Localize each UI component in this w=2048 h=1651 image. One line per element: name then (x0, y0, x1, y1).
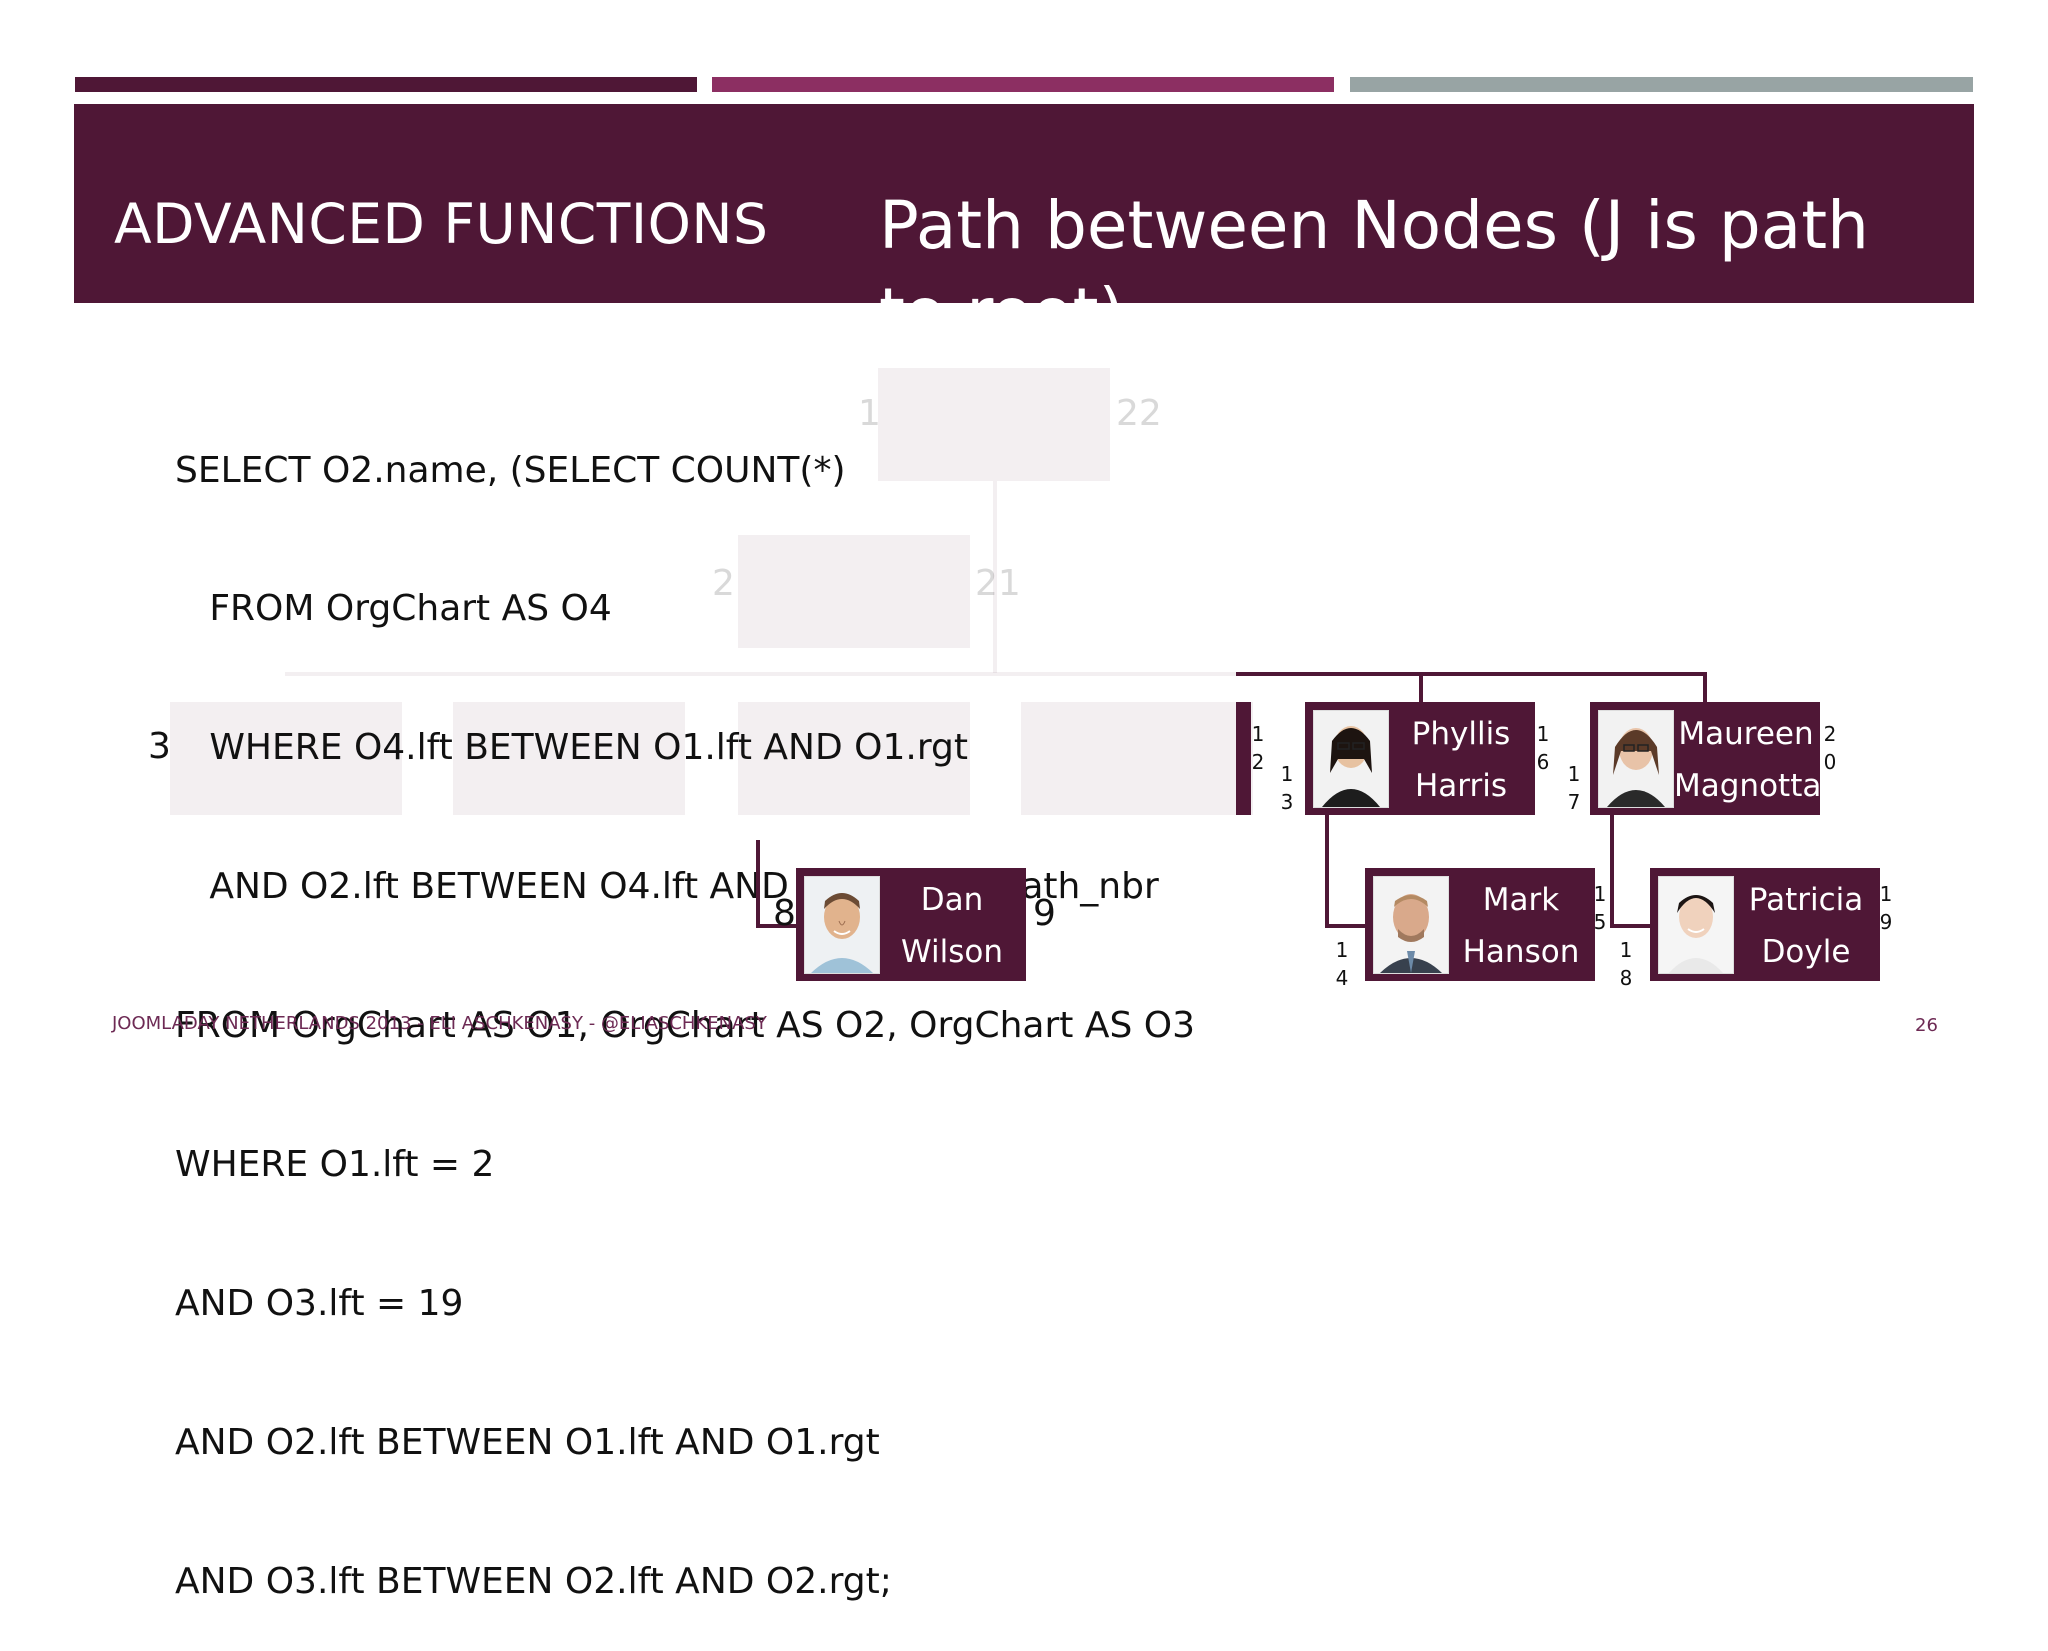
connector-mark-vertical (1325, 815, 1329, 928)
node-left-number: 3 (148, 726, 171, 767)
person-photo (1658, 876, 1734, 974)
node-last-name: Doyle (1761, 934, 1851, 970)
faded-number: 22 (1116, 393, 1162, 434)
node-last-name: Harris (1414, 768, 1508, 804)
accent-bar-dark (75, 77, 697, 92)
page-number: 26 (1915, 1015, 1938, 1036)
node-right-number: 19 (1879, 882, 1893, 934)
faded-line (993, 481, 997, 673)
code-line: WHERE O4.lft BETWEEN O1.lft AND O1.rgt (175, 727, 968, 769)
node-right-number: 15 (1593, 882, 1607, 934)
org-node-phyllis-harris: Phyllis Harris (1305, 702, 1535, 815)
person-photo (1598, 710, 1674, 808)
node-first-name: Maureen (1678, 716, 1814, 752)
node-last-name: Wilson (901, 934, 1003, 970)
person-photo (1373, 876, 1449, 974)
node-first-name: Mark (1482, 882, 1560, 918)
connector-horizontal-top (1236, 672, 1707, 676)
node-left-number: 13 (1280, 762, 1294, 814)
sql-code-block: SELECT O2.name, (SELECT COUNT(*) FROM Or… (175, 355, 1195, 1651)
code-line: WHERE O1.lft = 2 (175, 1144, 495, 1186)
connector-phyllis-vertical (1419, 672, 1423, 702)
node-left-number: 8 (773, 893, 796, 934)
node-first-name: Patricia (1748, 882, 1864, 918)
node-last-name: Magnotta (1674, 768, 1822, 804)
faded-node-nash (738, 535, 970, 648)
person-photo (1313, 710, 1389, 808)
faded-number: 21 (975, 563, 1021, 604)
footer-text: JOOMLADAY NETHERLANDS 2013 - ELI ASCHKEN… (112, 1013, 767, 1034)
node-right-number: 16 (1536, 722, 1550, 774)
node-first-name: Dan (920, 882, 984, 918)
org-node-dan-wilson: Dan Wilson (796, 868, 1026, 981)
connector-dan-horizontal (756, 924, 796, 928)
org-node-mark-hanson: Mark Hanson (1365, 868, 1595, 981)
code-line: FROM OrgChart AS O4 (175, 588, 612, 630)
faded-node-walters (453, 702, 685, 815)
node-right-number: 9 (1033, 893, 1056, 934)
partial-node-edge (1236, 702, 1251, 815)
connector-mark-horizontal (1325, 924, 1365, 928)
connector-dan-vertical (756, 840, 760, 928)
slide-title: Path between Nodes (J is path to root) (879, 187, 1869, 303)
org-node-maureen-magnotta: Maureen Magnotta (1590, 702, 1822, 815)
code-line: FROM OrgChart AS O1, OrgChart AS O2, Org… (175, 1005, 1196, 1047)
section-title: ADVANCED FUNCTIONS (114, 192, 769, 256)
node-first-name: Phyllis (1411, 716, 1511, 752)
accent-bar-gray (1350, 77, 1973, 92)
connector-patricia-vertical (1610, 815, 1614, 928)
title-band: ADVANCED FUNCTIONS Path between Nodes (J… (74, 104, 1974, 303)
code-line: AND O3.lft = 19 (175, 1282, 464, 1324)
code-line: AND O3.lft BETWEEN O2.lft AND O2.rgt; (175, 1560, 892, 1602)
faded-node-terry-earls (878, 368, 1110, 481)
connector-patricia-horizontal (1610, 924, 1650, 928)
code-line: SELECT O2.name, (SELECT COUNT(*) (175, 449, 846, 491)
faded-node-manuel-oliveira (738, 702, 970, 815)
node-left-number: 17 (1567, 762, 1581, 814)
node-left-number: 14 (1335, 938, 1349, 990)
faded-node-chen-yang (1021, 702, 1253, 815)
faded-number: 1 (858, 393, 881, 434)
code-line: AND O2.lft BETWEEN O1.lft AND O1.rgt (175, 1421, 880, 1463)
person-photo (804, 876, 880, 974)
node-last-name: Hanson (1462, 934, 1580, 970)
faded-number: 2 (712, 563, 735, 604)
node-left-number: 18 (1619, 938, 1633, 990)
accent-bar-plum (712, 77, 1334, 92)
faded-line (285, 672, 1237, 676)
faded-node-charlotte-weiss (170, 702, 402, 815)
org-node-patricia-doyle: Patricia Doyle (1650, 868, 1880, 981)
node-right-number: 12 (1251, 722, 1265, 774)
connector-maureen-vertical (1703, 672, 1707, 702)
node-right-number: 20 (1823, 722, 1837, 774)
